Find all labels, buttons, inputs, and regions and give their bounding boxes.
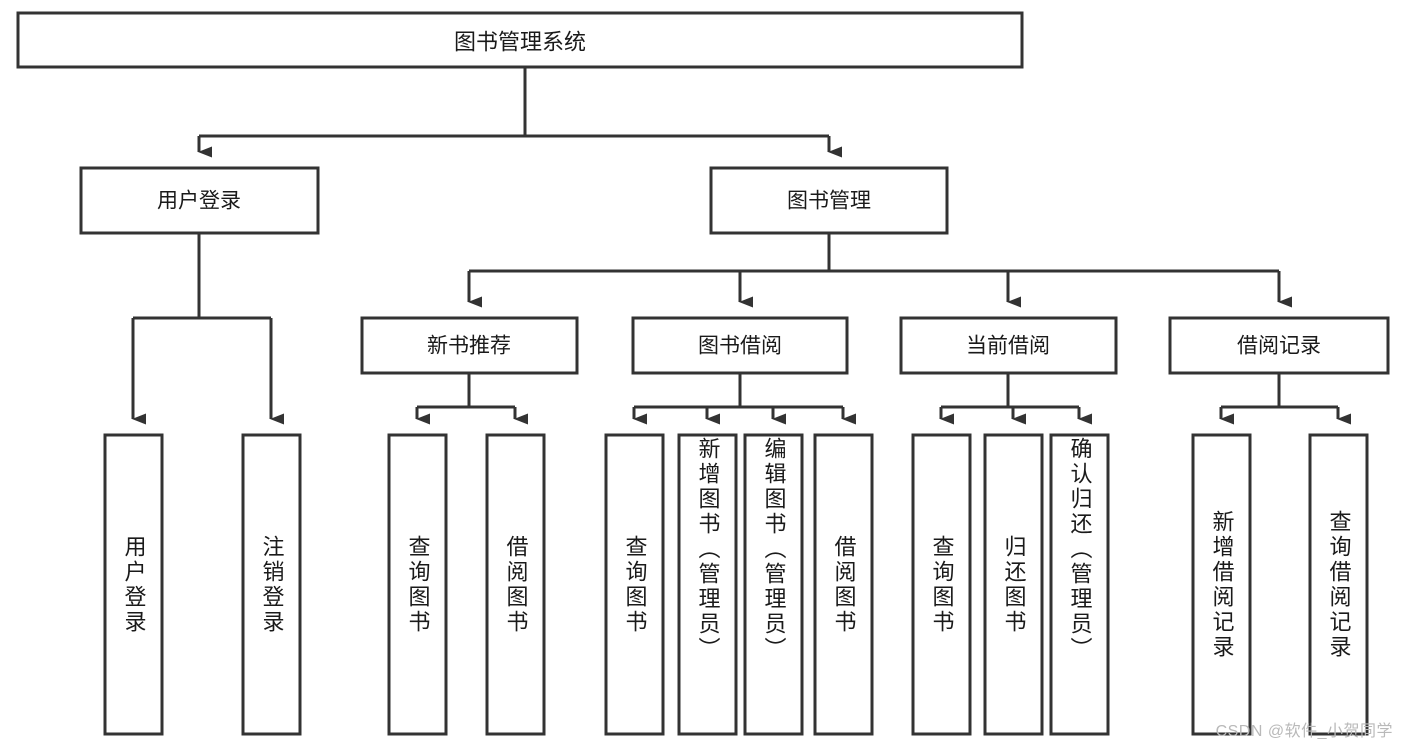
leaf-box-edit-book-admin[interactable] <box>743 433 804 736</box>
leaf-box-confirm-return-admin[interactable] <box>1049 433 1110 736</box>
connector-layer <box>131 67 1351 425</box>
leaf-box-query-borrow-record[interactable] <box>1308 433 1369 736</box>
node-current-borrow[interactable]: 当前借阅 <box>899 316 1118 375</box>
leaf-box-logout-action[interactable] <box>241 433 302 736</box>
leaf-box-query-book-recommend[interactable] <box>387 433 448 736</box>
node-book-manage[interactable]: 图书管理 <box>709 166 949 235</box>
leaf-box-query-book-current[interactable] <box>911 433 972 736</box>
node-book-manage-box[interactable] <box>709 166 949 235</box>
leaf-box-layer <box>103 433 1369 736</box>
node-borrow-record-label: 借阅记录 <box>1237 335 1321 358</box>
node-book-borrow-label: 图书借阅 <box>698 335 782 358</box>
leaf-box-borrow-book-action[interactable] <box>813 433 874 736</box>
node-current-borrow-label: 当前借阅 <box>966 335 1050 358</box>
node-borrow-record[interactable]: 借阅记录 <box>1168 316 1390 375</box>
node-current-borrow-box[interactable] <box>899 316 1118 375</box>
watermark: CSDN @软件_小贺同学 <box>1215 723 1393 740</box>
leaf-box-add-book-admin[interactable] <box>677 433 738 736</box>
leaf-box-borrow-book-recommend[interactable] <box>485 433 546 736</box>
node-book-borrow-box[interactable] <box>631 316 849 375</box>
node-root-box[interactable] <box>16 11 1024 69</box>
node-root[interactable]: 图书管理系统 <box>16 11 1024 69</box>
node-user-login-label: 用户登录 <box>157 190 241 213</box>
leaf-box-return-book[interactable] <box>983 433 1044 736</box>
node-root-label: 图书管理系统 <box>454 30 586 55</box>
leaf-box-add-borrow-record[interactable] <box>1191 433 1252 736</box>
node-new-book-recommend-label: 新书推荐 <box>427 335 511 358</box>
node-new-book-recommend-box[interactable] <box>360 316 579 375</box>
leaf-box-query-book-borrow[interactable] <box>604 433 665 736</box>
leaf-box-user-login-action[interactable] <box>103 433 164 736</box>
node-new-book-recommend[interactable]: 新书推荐 <box>360 316 579 375</box>
node-user-login-box[interactable] <box>79 166 320 235</box>
node-book-manage-label: 图书管理 <box>787 190 871 213</box>
node-user-login[interactable]: 用户登录 <box>79 166 320 235</box>
node-borrow-record-box[interactable] <box>1168 316 1390 375</box>
node-book-borrow[interactable]: 图书借阅 <box>631 316 849 375</box>
